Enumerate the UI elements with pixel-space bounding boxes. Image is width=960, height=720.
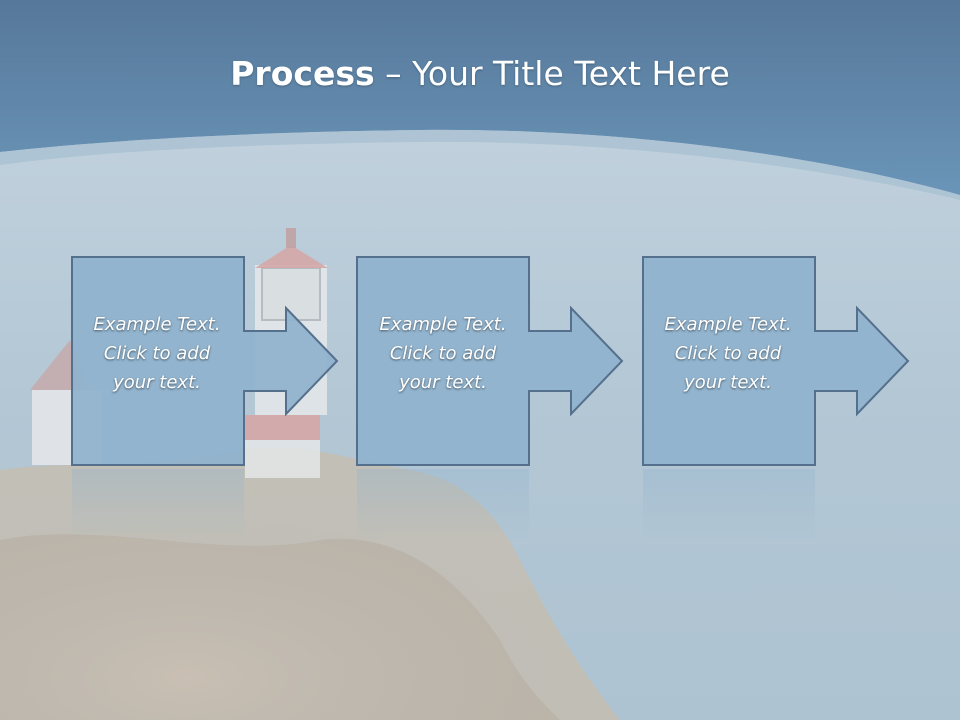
lighthouse-annex — [245, 440, 320, 478]
title-rest: – Your Title Text Here — [385, 54, 730, 93]
step-reflection-2 — [357, 469, 529, 539]
lighthouse-lantern — [261, 267, 321, 321]
step-1-line-3: your text. — [113, 372, 201, 393]
title-bold: Process — [230, 54, 375, 93]
step-shape-3[interactable] — [642, 256, 910, 466]
lighthouse-cap — [255, 245, 328, 268]
step-2-line-2: Click to add — [389, 343, 497, 364]
header-band — [0, 0, 960, 195]
step-2-line-3: your text. — [399, 372, 487, 393]
step-1-line-2: Click to add — [103, 343, 211, 364]
slide-title[interactable]: Process – Your Title Text Here — [0, 52, 960, 96]
step-3-line-3: your text. — [684, 372, 772, 393]
step-3-line-2: Click to add — [674, 343, 782, 364]
step-shape-2[interactable] — [356, 256, 624, 466]
step-label-1[interactable]: Example Text. Click to add your text. — [71, 310, 243, 397]
step-shape-1[interactable] — [71, 256, 339, 466]
step-label-3[interactable]: Example Text. Click to add your text. — [642, 310, 814, 397]
step-3-line-1: Example Text. — [664, 314, 792, 335]
step-label-2[interactable]: Example Text. Click to add your text. — [357, 310, 529, 397]
lighthouse-finial — [286, 228, 296, 248]
step-reflection-3 — [643, 469, 815, 539]
step-2-line-1: Example Text. — [379, 314, 507, 335]
lighthouse-annex-roof — [245, 415, 320, 440]
step-1-line-1: Example Text. — [93, 314, 221, 335]
step-reflection-1 — [72, 469, 244, 539]
